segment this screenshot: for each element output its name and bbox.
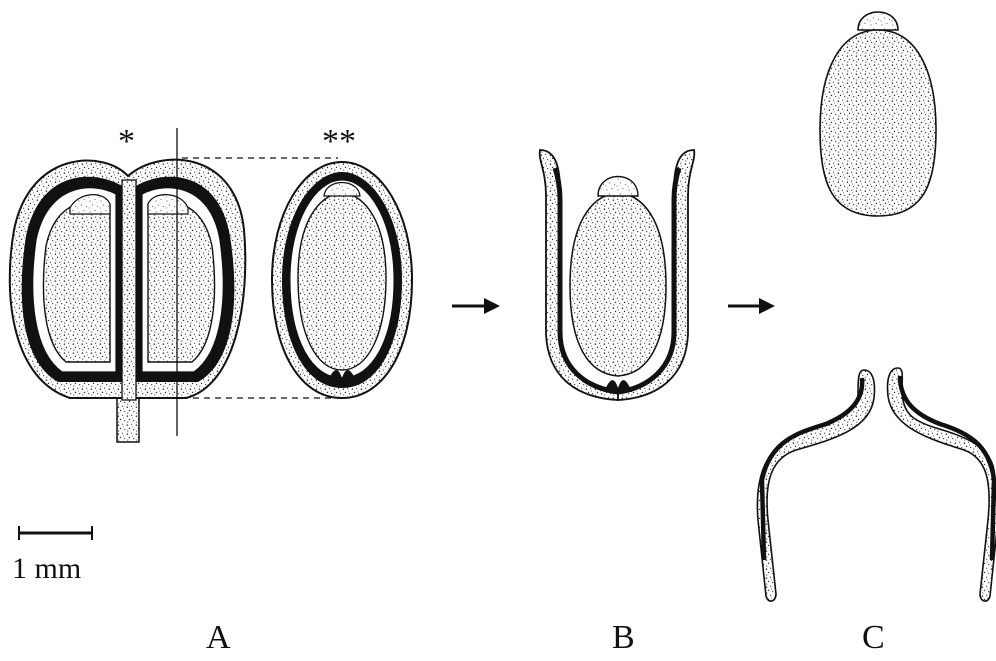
mericarp-left (22, 177, 122, 382)
seed-b (570, 192, 666, 376)
panel-label-c: C (862, 619, 885, 656)
seed-right (148, 201, 215, 362)
scale-bar: 1 mm (12, 526, 93, 585)
mericarp-section (272, 162, 412, 398)
panel-label-a: A (206, 619, 231, 656)
pedicel (117, 396, 139, 442)
fruit-whole (10, 128, 246, 442)
wall-fragment-right (887, 368, 996, 601)
arrow-b-to-c (728, 298, 775, 314)
seed-left (43, 201, 110, 362)
seed-section (298, 192, 386, 370)
single-asterisk: * (118, 123, 135, 160)
seed-released (820, 12, 936, 216)
panel-label-b: B (612, 619, 635, 656)
arrow-a-to-b (452, 298, 500, 314)
double-asterisk: ** (322, 123, 356, 160)
mericarp-opening (540, 150, 695, 400)
commissure (122, 180, 136, 400)
scale-bar-label: 1 mm (12, 552, 81, 585)
mericarp-right (136, 177, 234, 382)
wall-fragments (757, 368, 996, 601)
